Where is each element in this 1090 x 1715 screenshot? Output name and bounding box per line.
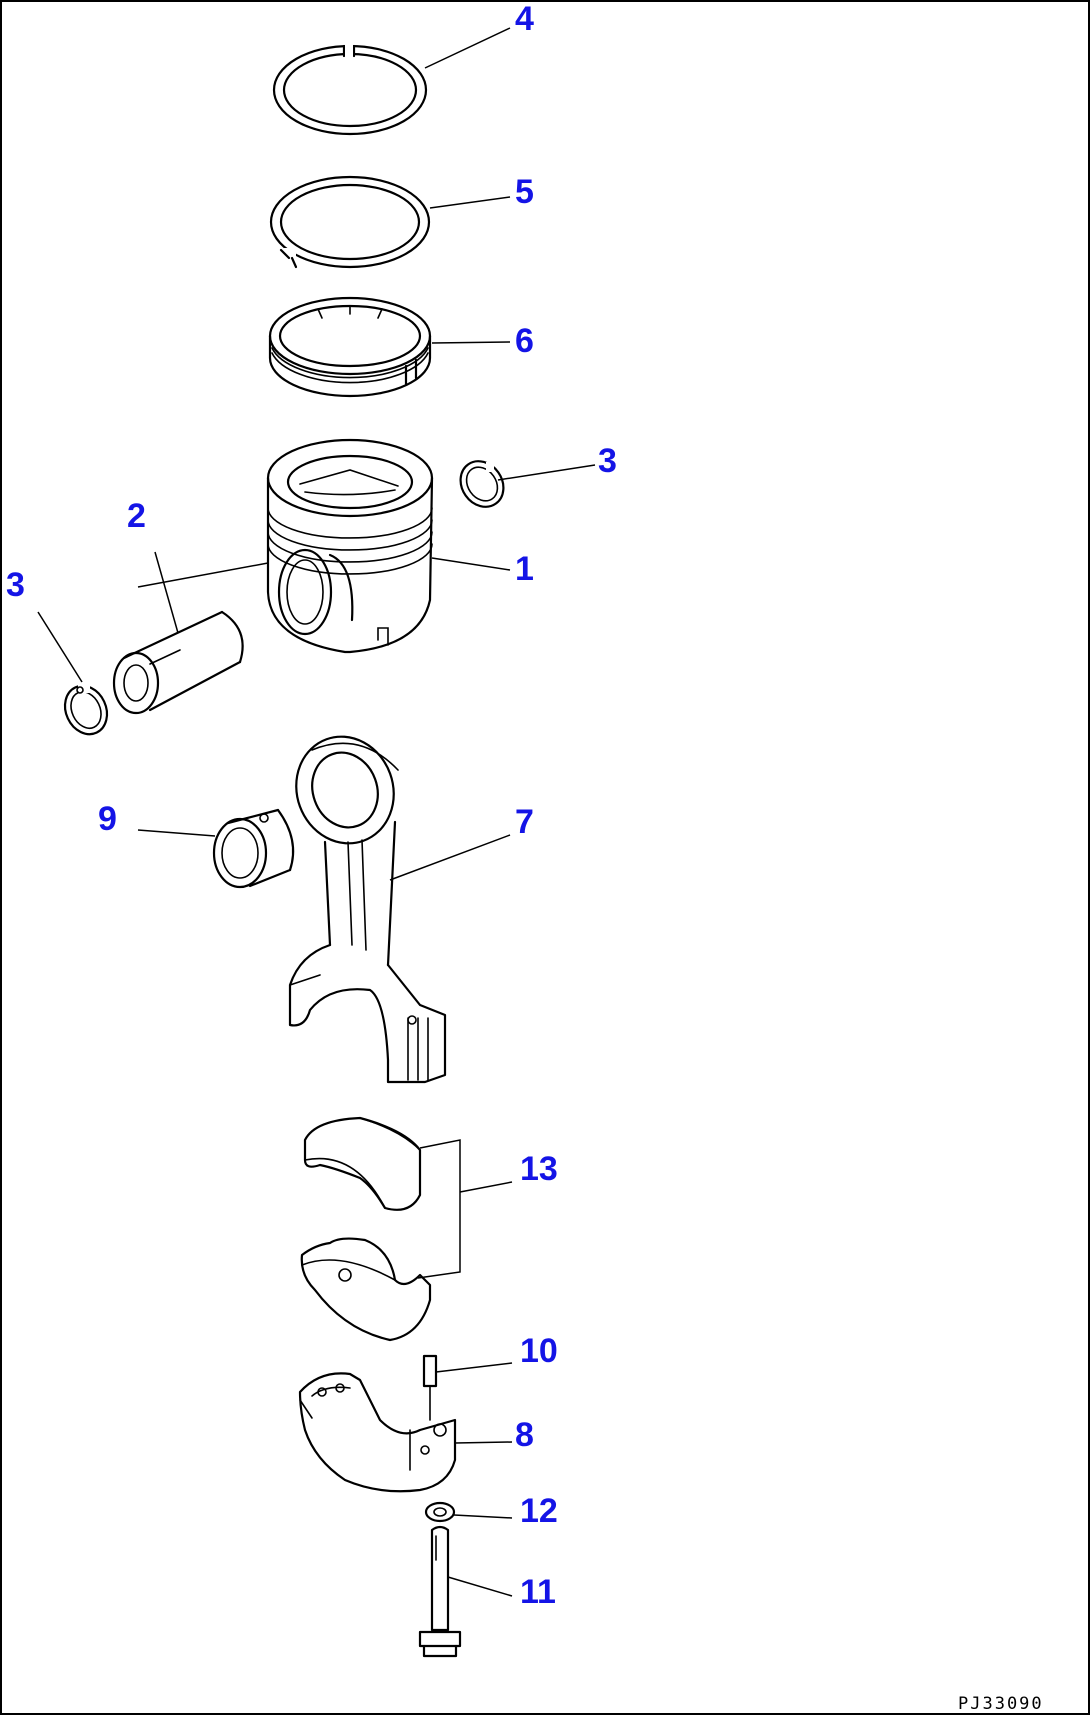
washer[interactable] [424,1501,456,1523]
drawing-code: PJ33090 [958,1694,1044,1714]
dowel-pin[interactable] [422,1354,438,1421]
bearing-shells[interactable] [300,1116,461,1342]
callout-3-right: 3 [598,442,617,480]
connecting-rod[interactable] [281,723,447,1084]
second-ring[interactable] [269,175,431,270]
bolt[interactable] [418,1525,462,1658]
callout-7: 7 [515,803,534,841]
snap-ring-left[interactable] [57,679,114,741]
piston-pin[interactable] [112,610,244,715]
bushing[interactable] [212,808,295,889]
oil-ring[interactable] [268,296,432,398]
callout-2: 2 [127,497,146,535]
callout-8: 8 [515,1416,534,1454]
callout-10: 10 [520,1332,558,1370]
rod-cap[interactable] [298,1372,457,1493]
callout-9: 9 [98,800,117,838]
callout-13: 13 [520,1150,558,1188]
callout-11: 11 [520,1573,556,1611]
top-ring[interactable] [272,40,428,136]
leader-lines [37,27,596,1597]
callout-6: 6 [515,322,534,360]
snap-ring-right[interactable] [452,453,512,515]
callout-5: 5 [515,173,534,211]
callout-12: 12 [520,1492,558,1530]
callout-labels: 4 5 6 3 1 2 3 9 7 13 10 8 12 11 [6,0,617,1611]
callout-4: 4 [515,0,534,38]
callout-3-left: 3 [6,566,25,604]
piston[interactable] [266,438,434,654]
callout-1: 1 [515,550,534,588]
